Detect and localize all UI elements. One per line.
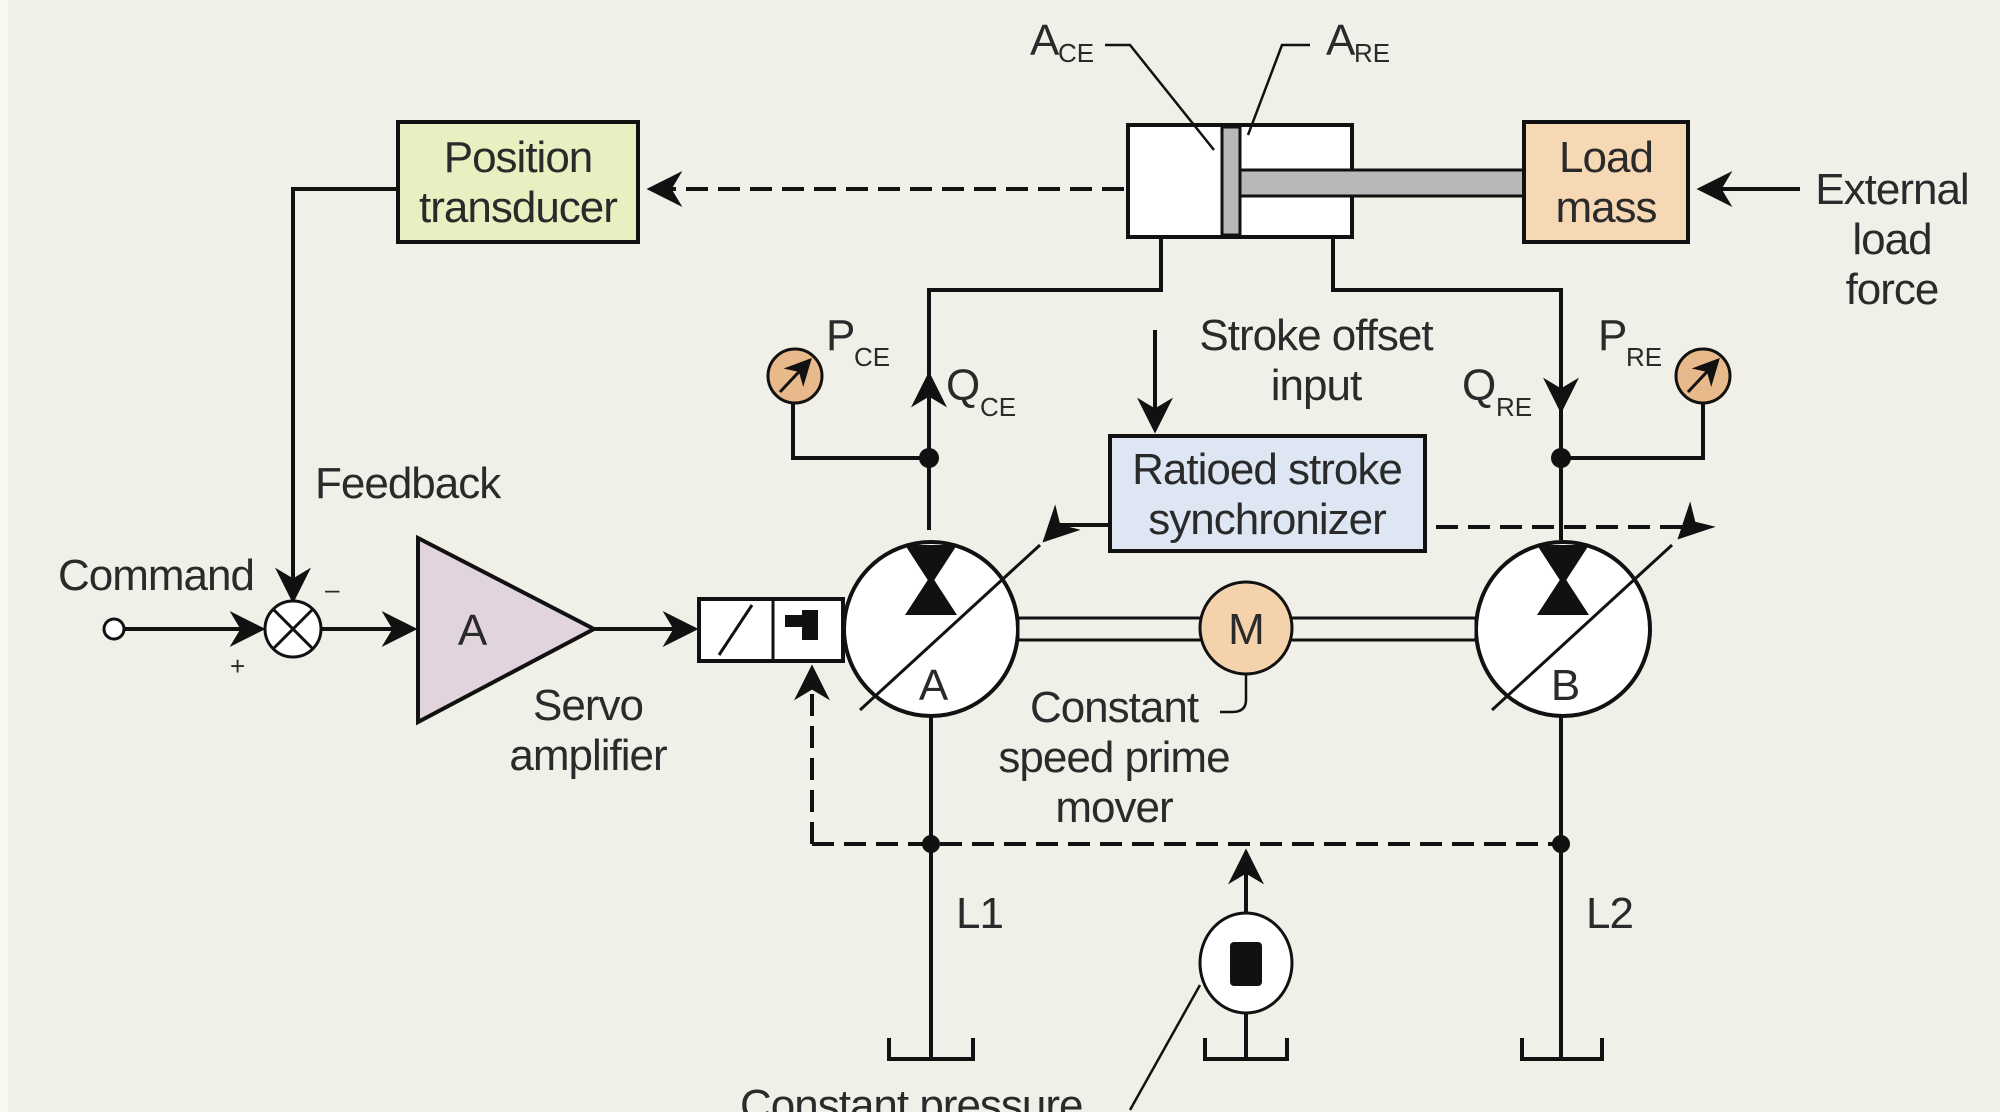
q-re-label: Q RE — [1462, 361, 1532, 422]
svg-text:RE: RE — [1354, 38, 1390, 68]
piston-rod — [1238, 168, 1526, 198]
synchronizer-block: Ratioed stroke synchronizer — [1108, 434, 1427, 553]
svg-text:Command: Command — [58, 551, 254, 600]
svg-text:A: A — [1326, 16, 1356, 65]
svg-text:input: input — [1271, 361, 1362, 410]
synchronizer-label-line1: Ratioed stroke — [1132, 445, 1402, 494]
cap-end-line — [927, 237, 1163, 395]
a-re-label: A RE — [1326, 16, 1390, 68]
constant-pressure-label: Constant pressure — [740, 1081, 1083, 1112]
svg-text:Servo: Servo — [533, 681, 643, 730]
svg-text:M: M — [1228, 605, 1264, 654]
p-ce-gauge-icon — [766, 347, 824, 405]
svg-text:B: B — [1551, 661, 1579, 710]
prime-mover-leader — [1220, 674, 1248, 714]
svg-text:P: P — [826, 311, 854, 360]
svg-text:RE: RE — [1626, 342, 1662, 372]
q-re-flow-arrow — [1331, 237, 1579, 414]
sync-to-pump-a-line — [1042, 504, 1110, 543]
prime-mover-label: Constant speed prime mover — [998, 683, 1230, 832]
command-input-terminal — [102, 617, 126, 641]
constant-pressure-pump — [1198, 911, 1294, 1015]
synchronizer-label-line2: synchronizer — [1148, 495, 1386, 544]
svg-text:Q: Q — [1462, 361, 1495, 410]
tank-l2-icon — [1520, 1038, 1604, 1061]
servo-amplifier: A — [416, 534, 599, 726]
a-ce-label: A CE — [1030, 16, 1094, 68]
svg-text:speed prime: speed prime — [998, 733, 1229, 782]
summing-junction — [263, 599, 323, 659]
load-mass-label-line1: Load — [1559, 133, 1653, 182]
load-mass-label-line2: mass — [1555, 183, 1656, 232]
svg-text:A: A — [458, 606, 488, 655]
svg-text:CE: CE — [854, 342, 890, 372]
svg-text:Constant: Constant — [1030, 683, 1199, 732]
svg-text:CE: CE — [1058, 38, 1094, 68]
constant-pressure-leader — [1128, 984, 1202, 1111]
minus-sign: – — [325, 574, 340, 604]
p-re-gauge-line — [1561, 398, 1705, 460]
svg-text:A: A — [919, 661, 949, 710]
tank-l1-icon — [887, 1038, 975, 1061]
svg-text:A: A — [1030, 16, 1060, 65]
line-l2-label: L2 — [1586, 889, 1633, 938]
junction-l1 — [922, 835, 940, 853]
svg-text:Stroke offset: Stroke offset — [1199, 311, 1433, 360]
position-transducer-label-line2: transducer — [419, 183, 617, 232]
hydraulic-cylinder — [1126, 123, 1526, 239]
a-ce-leader — [1105, 43, 1215, 151]
sync-to-pump-b-dashed-line — [1436, 501, 1716, 540]
line-l1-label: L1 — [956, 889, 1003, 938]
p-re-label: P RE — [1598, 311, 1662, 372]
position-transducer-label-line1: Position — [444, 133, 593, 182]
pump-a: A — [842, 540, 1042, 718]
p-ce-label: P CE — [826, 311, 890, 372]
p-ce-gauge-line — [791, 398, 929, 460]
svg-text:amplifier: amplifier — [509, 731, 667, 780]
q-ce-label: Q CE — [946, 361, 1016, 422]
stroke-offset-input-label: Stroke offset input — [1199, 311, 1434, 410]
servo-amplifier-label: Servo amplifier — [509, 681, 668, 780]
tank-charge-icon — [1203, 1038, 1289, 1061]
svg-text:load: load — [1852, 215, 1931, 264]
feedback-line — [275, 187, 398, 604]
prime-mover-motor: M — [1198, 580, 1294, 676]
svg-text:RE: RE — [1496, 392, 1532, 422]
svg-text:mover: mover — [1055, 783, 1173, 832]
command-label: Command — [58, 551, 255, 600]
pump-b: B — [1474, 540, 1674, 718]
svg-text:force: force — [1846, 265, 1939, 314]
piston — [1220, 125, 1242, 237]
plus-sign: + — [230, 651, 245, 681]
svg-text:P: P — [1598, 311, 1626, 360]
p-re-gauge-icon — [1674, 347, 1732, 405]
servo-valve — [697, 597, 845, 663]
a-re-leader — [1246, 43, 1310, 136]
load-mass-block: Load mass — [1522, 120, 1690, 244]
position-transducer-block: Position transducer — [396, 120, 640, 244]
external-load-force-label: External load force — [1815, 165, 1969, 314]
left-margin-strip — [0, 0, 8, 1112]
junction-l2 — [1552, 835, 1570, 853]
svg-text:Q: Q — [946, 361, 979, 410]
feedback-label: Feedback — [315, 459, 502, 508]
svg-text:CE: CE — [980, 392, 1016, 422]
svg-text:External: External — [1815, 165, 1968, 214]
